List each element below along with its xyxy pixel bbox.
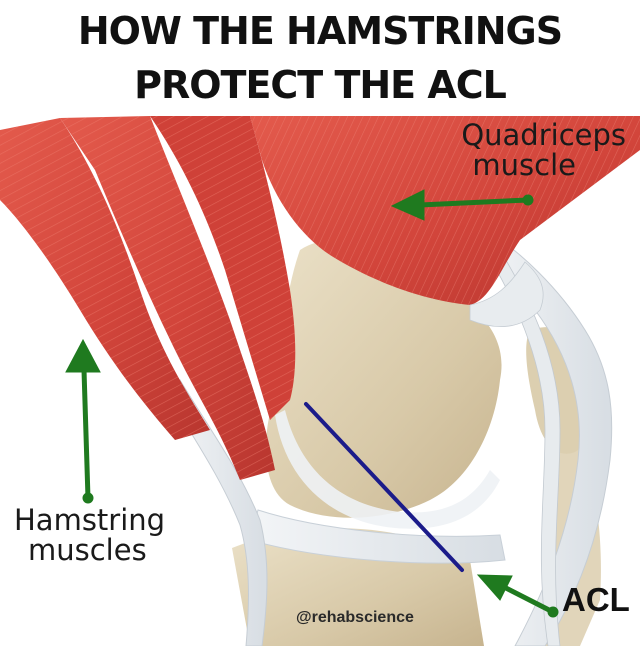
quadriceps-label-line-2: muscle xyxy=(461,150,576,180)
acl-label: ACL xyxy=(562,583,630,618)
title-line-2: PROTECT THE ACL xyxy=(0,66,640,104)
hamstring-label-line-2: muscles xyxy=(28,535,165,565)
quadriceps-label-line-1: Quadriceps xyxy=(461,120,626,150)
hamstring-label: Hamstring muscles xyxy=(14,505,165,566)
hamstring-label-line-1: Hamstring xyxy=(14,505,165,535)
quadriceps-label: Quadriceps muscle xyxy=(461,120,626,181)
watermark-handle: @rehabscience xyxy=(296,609,414,627)
title-line-1: HOW THE HAMSTRINGS xyxy=(0,12,640,50)
